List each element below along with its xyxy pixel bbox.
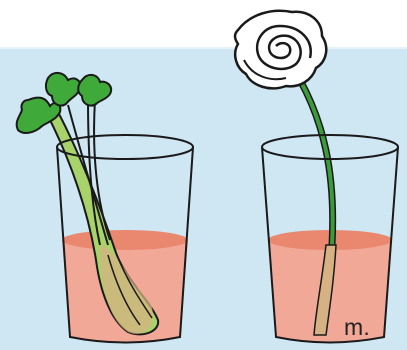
rose-petals — [235, 11, 326, 89]
caption-fragment: m. — [344, 314, 370, 341]
celery-leaf-middle — [46, 73, 80, 106]
left-glass-water-surface — [62, 230, 188, 250]
rose-stem-fill — [300, 80, 333, 245]
celery-leaf-right — [78, 75, 111, 106]
left-glass-rim — [57, 135, 193, 159]
